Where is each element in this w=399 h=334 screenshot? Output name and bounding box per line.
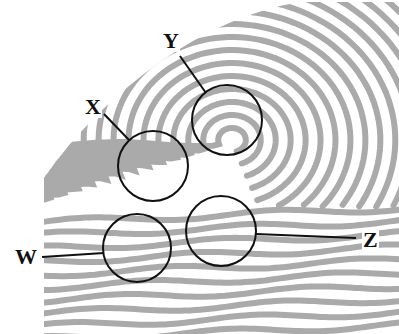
circle-mark	[186, 196, 256, 266]
callout-letter: Y	[162, 30, 180, 52]
leader-line	[256, 234, 356, 238]
circle-mark	[118, 131, 188, 201]
ridge	[30, 301, 399, 316]
callout-letter: W	[14, 246, 38, 268]
leader-line	[180, 56, 206, 93]
ridge	[30, 231, 399, 248]
ridge	[30, 311, 399, 326]
leader-line	[104, 114, 129, 140]
ridge	[9, 0, 399, 206]
callout-letter: Z	[362, 229, 379, 251]
circle-marks	[103, 85, 262, 282]
ridge	[31, 0, 396, 207]
ridge	[30, 219, 399, 234]
ridge	[33, 11, 381, 206]
leader-line	[42, 253, 104, 257]
circle-mark	[103, 214, 171, 282]
leader-lines	[42, 56, 356, 257]
callout-letter: X	[84, 96, 102, 118]
circle-mark	[192, 85, 262, 155]
ridge	[30, 209, 399, 224]
ridge	[30, 322, 399, 334]
fingerprint-ridges	[9, 0, 399, 334]
ridge	[24, 0, 399, 204]
ridge	[35, 24, 366, 205]
ridge	[35, 0, 399, 206]
ridge	[33, 0, 399, 203]
